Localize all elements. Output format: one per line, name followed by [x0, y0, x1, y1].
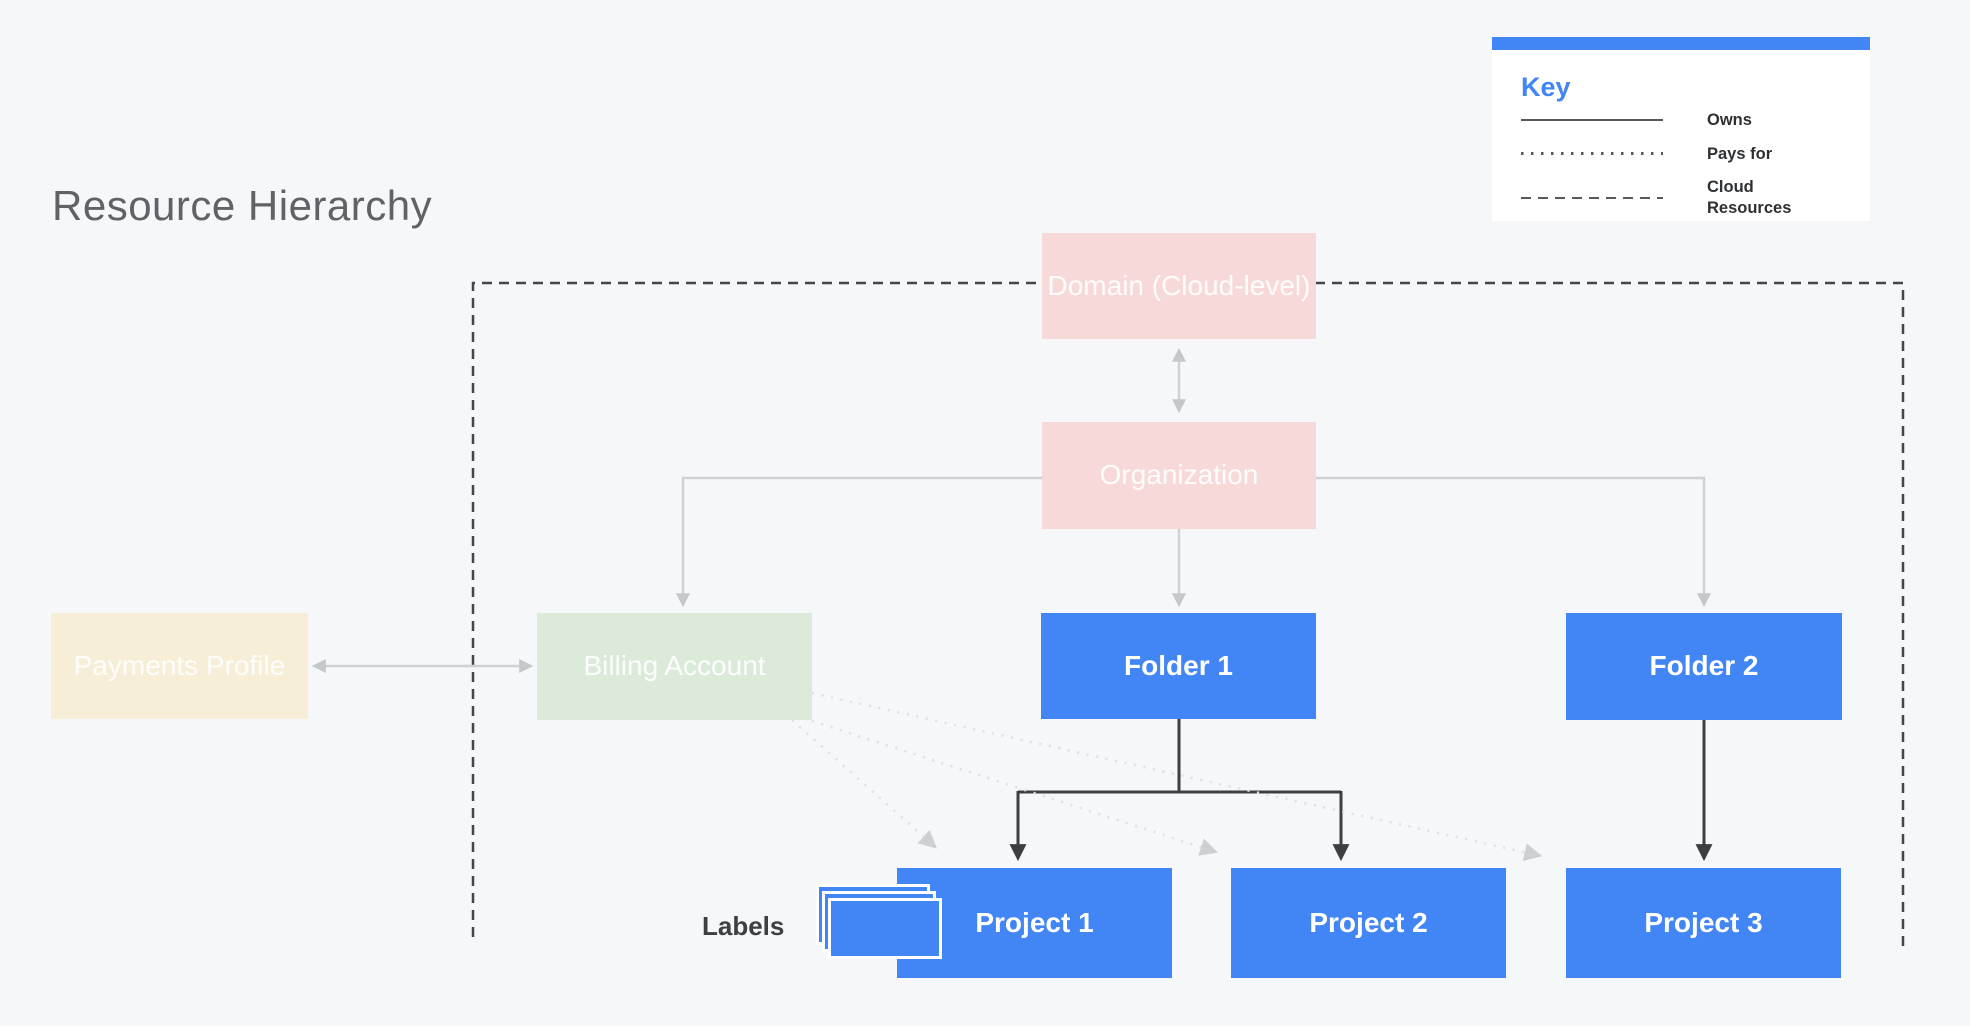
edge-billing-paysfor-project1	[791, 719, 938, 849]
key-row-cloud-resources: Cloud Resources	[1521, 177, 1852, 218]
node-domain: Domain (Cloud-level)	[1042, 233, 1316, 339]
edge-folder1-stem	[1018, 719, 1341, 794]
node-folder-1: Folder 1	[1041, 613, 1316, 719]
key-label-owns: Owns	[1707, 111, 1752, 129]
label-card-front	[828, 898, 942, 959]
node-project-3: Project 3	[1566, 868, 1841, 978]
solid-line-sample	[1521, 119, 1663, 122]
edge-organization-billing	[676, 476, 1042, 608]
node-folder-2: Folder 2	[1566, 613, 1842, 720]
edge-billing-paysfor-project2	[811, 719, 1219, 856]
dashed-line-sample	[1521, 196, 1663, 200]
key-legend: Key Owns Pays for Cloud Resources	[1492, 37, 1870, 221]
node-project-1: Project 1	[897, 868, 1172, 978]
labels-caption: Labels	[702, 911, 785, 941]
node-project-2: Project 2	[1231, 868, 1506, 978]
key-row-owns: Owns	[1521, 110, 1852, 131]
key-content: Key Owns Pays for Cloud Resources	[1492, 50, 1870, 219]
node-organization: Organization	[1042, 422, 1316, 529]
node-billing-account: Billing Account	[537, 613, 812, 720]
key-label-pays-for: Pays for	[1707, 144, 1773, 163]
key-header-bar	[1492, 37, 1870, 50]
node-payments-profile: Payments Profile	[51, 613, 308, 719]
labels-stack-icon	[816, 884, 948, 964]
dotted-line-sample	[1521, 152, 1663, 156]
key-row-pays-for: Pays for	[1521, 144, 1852, 165]
key-label-cloud-resources: Cloud Resources	[1707, 178, 1792, 217]
edge-organization-folder2	[1316, 476, 1711, 608]
page-title: Resource Hierarchy	[52, 182, 433, 229]
key-heading: Key	[1521, 72, 1571, 102]
